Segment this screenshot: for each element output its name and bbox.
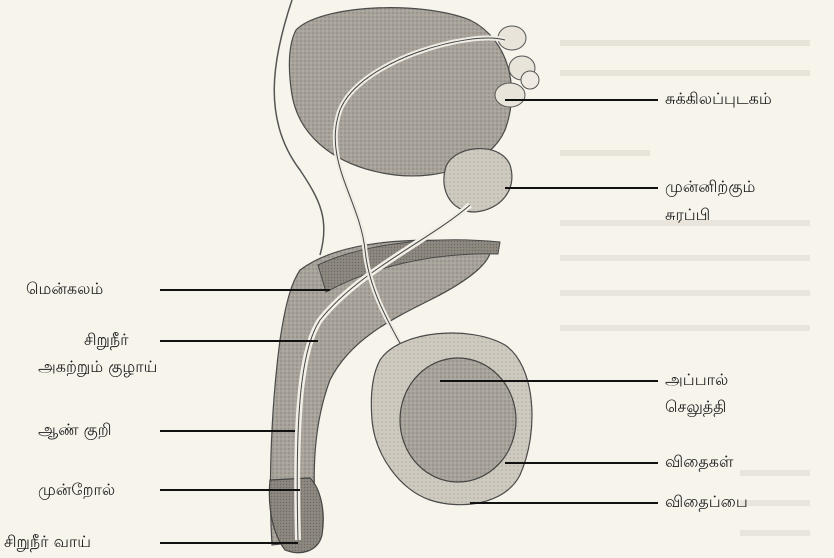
label-penis: ஆண் குறி	[38, 420, 112, 440]
label-prostate-line2: சுரப்பி	[665, 205, 710, 225]
testis-shape	[400, 358, 516, 482]
label-vas-deferens-line1: அப்பால்	[665, 370, 728, 390]
label-scrotum: விதைப்பை	[665, 492, 748, 512]
label-erectile-tissue: மென்கலம்	[26, 279, 103, 299]
label-urethra-line1: சிறுநீர்	[84, 330, 129, 350]
label-bladder: சுக்கிலப்புடகம்	[665, 89, 772, 109]
prostate-shape	[444, 149, 512, 212]
label-foreskin: முன்றோல்	[38, 480, 115, 500]
label-vas-deferens-line2: செலுத்தி	[665, 397, 726, 417]
label-prostate-line1: முன்னிற்கும்	[665, 177, 755, 197]
label-urethra-line2: அகற்றும் குழாய்	[38, 357, 157, 377]
label-testes: விதைகள்	[665, 452, 733, 472]
label-urethral-opening: சிறுநீர் வாய்	[4, 532, 91, 552]
